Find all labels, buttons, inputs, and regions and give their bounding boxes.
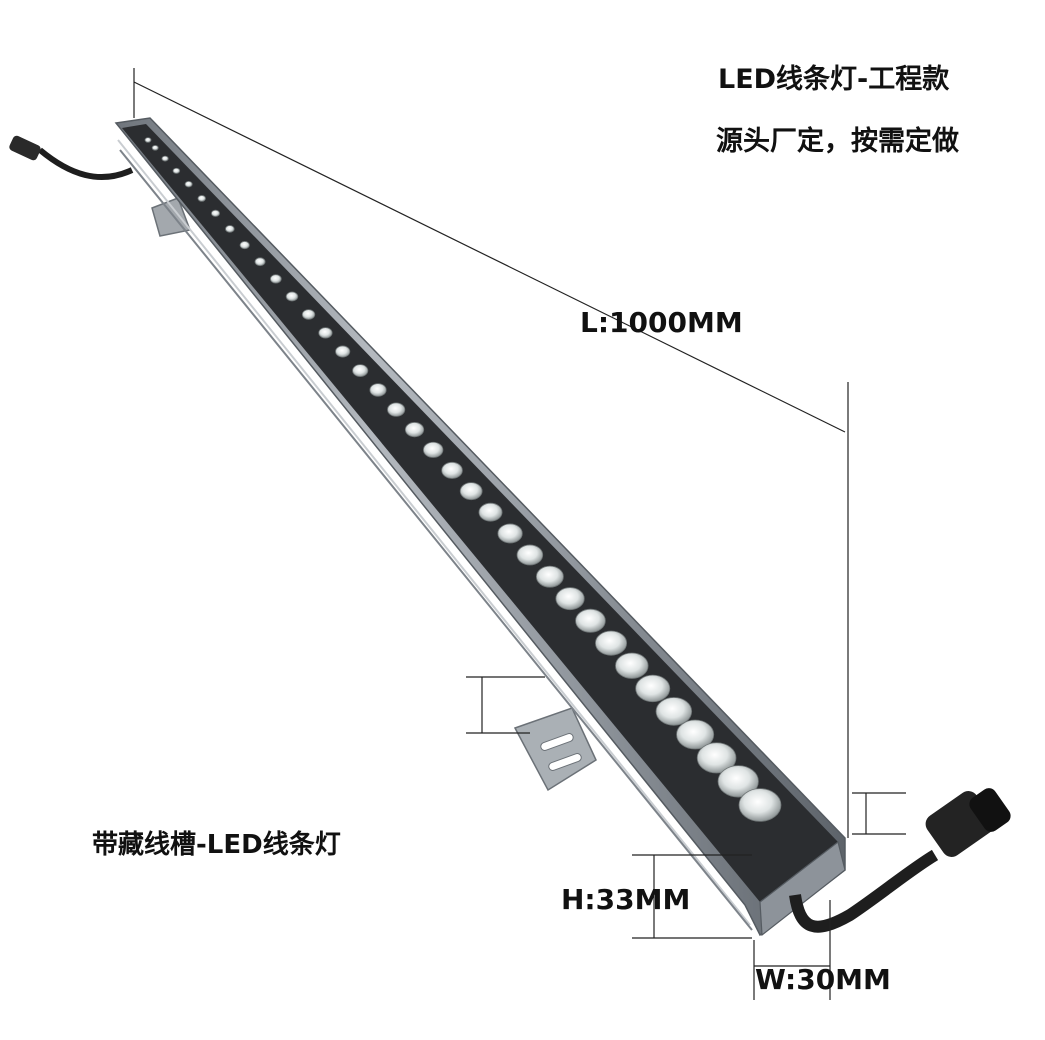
led-lens bbox=[369, 383, 387, 397]
bracket-height-marker bbox=[466, 676, 545, 734]
led-lens bbox=[387, 402, 406, 417]
led-lens bbox=[655, 697, 693, 726]
mounting-bracket-bottom bbox=[513, 707, 597, 792]
led-lens bbox=[575, 608, 606, 633]
output-cable bbox=[789, 788, 1011, 933]
led-lens bbox=[184, 181, 193, 188]
led-lens bbox=[441, 461, 463, 479]
led-lens bbox=[555, 587, 585, 611]
led-lens bbox=[335, 345, 351, 358]
led-lens bbox=[423, 441, 444, 458]
led-lens bbox=[301, 309, 316, 320]
length-dimension-label: L:1000MM bbox=[580, 306, 743, 339]
led-bar-housing bbox=[114, 117, 846, 937]
led-lens bbox=[254, 257, 266, 267]
led-lens bbox=[197, 195, 206, 202]
led-lens bbox=[717, 765, 759, 798]
led-lens bbox=[635, 674, 671, 703]
led-lens bbox=[535, 565, 564, 588]
led-lens bbox=[497, 523, 523, 544]
led-lens bbox=[270, 274, 282, 284]
feature-label: 带藏线槽-LED线条灯 bbox=[92, 830, 341, 860]
led-lens bbox=[211, 209, 220, 217]
height-dimension-lines bbox=[632, 854, 752, 939]
led-lens bbox=[459, 482, 483, 501]
width-dimension-lines bbox=[753, 900, 831, 1000]
width-dimension-label: W:30MM bbox=[755, 963, 891, 996]
led-lens bbox=[615, 652, 649, 679]
led-lens bbox=[225, 225, 235, 233]
led-lens bbox=[595, 630, 628, 656]
led-lens bbox=[352, 364, 369, 377]
end-cap-height-marker bbox=[852, 792, 906, 835]
length-dimension-lines bbox=[133, 68, 849, 838]
led-lens bbox=[285, 291, 299, 302]
led-lens bbox=[478, 502, 503, 522]
product-title: LED线条灯-工程款 bbox=[718, 64, 950, 95]
led-lens bbox=[161, 155, 169, 162]
led-lens bbox=[151, 145, 159, 151]
led-lens bbox=[696, 742, 737, 774]
height-dimension-label: H:33MM bbox=[561, 883, 691, 916]
led-lens bbox=[239, 241, 250, 250]
led-row bbox=[144, 137, 782, 822]
led-lens bbox=[404, 422, 425, 438]
product-subtitle: 源头厂定，按需定做 bbox=[716, 126, 959, 157]
led-lens bbox=[676, 719, 715, 750]
led-lens bbox=[738, 788, 782, 822]
led-lens bbox=[172, 167, 181, 174]
input-cable bbox=[9, 135, 134, 180]
led-lens bbox=[516, 544, 544, 566]
led-lens bbox=[144, 137, 152, 143]
led-lens bbox=[318, 327, 333, 339]
